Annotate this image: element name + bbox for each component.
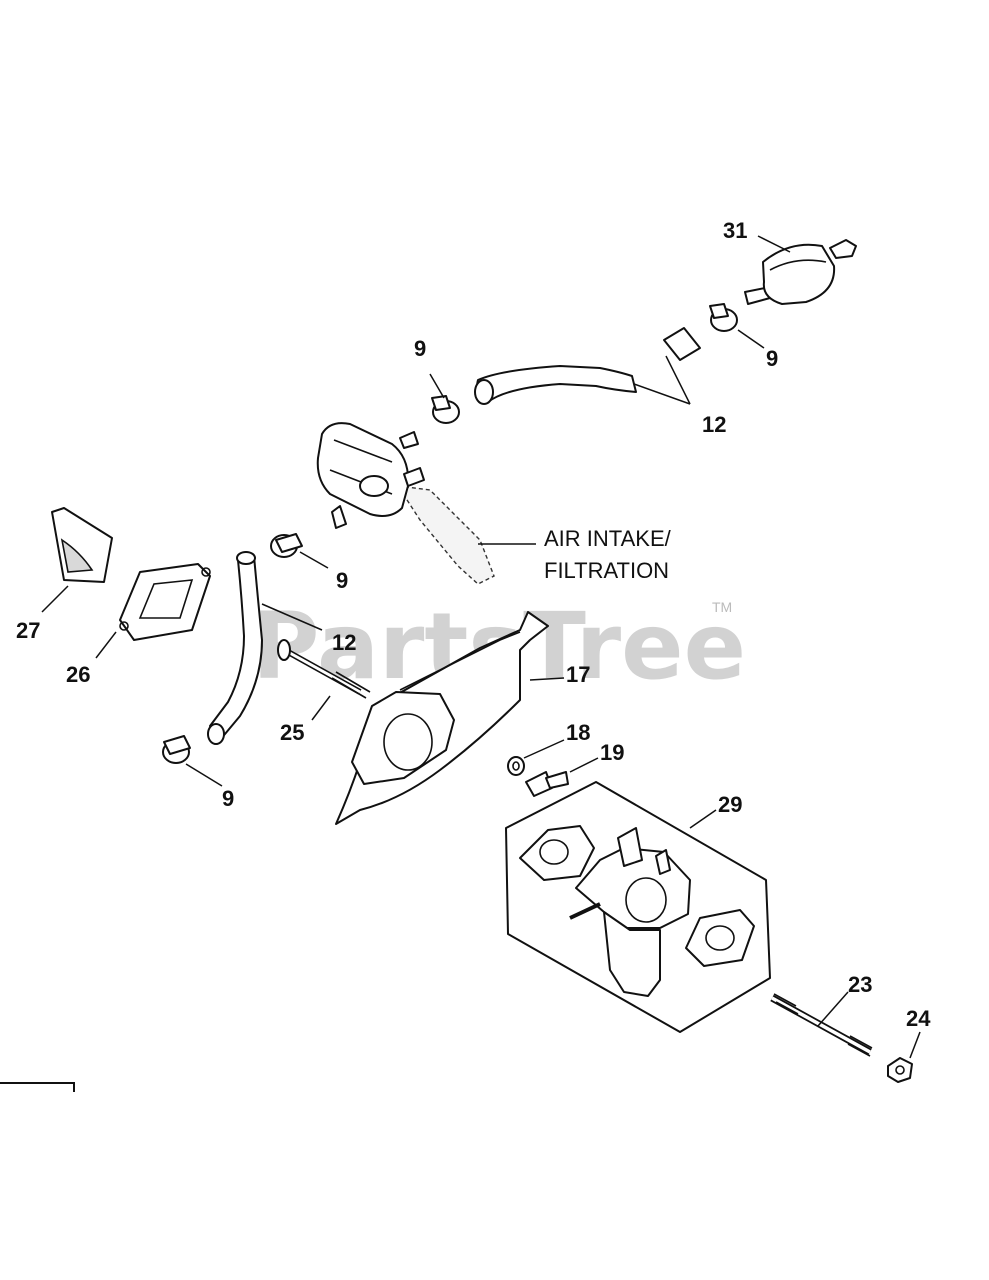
leader-line-9-top [429, 373, 445, 399]
leader-line-18 [523, 739, 565, 759]
intake-plate-part-17[interactable] [335, 611, 549, 825]
leader-line-25 [311, 695, 331, 721]
leader-line-9-bottom [185, 763, 223, 787]
hose-clamp-middle[interactable] [270, 533, 303, 558]
air-intake-note-line-1: AIR INTAKE/ [544, 526, 672, 551]
leader-line-23 [817, 991, 849, 1027]
leader-line-19 [569, 757, 599, 773]
leader-line-9-top-right [737, 329, 765, 349]
callout-9-bottom: 9 [222, 786, 234, 811]
fuel-line-middle[interactable] [207, 551, 263, 745]
leader-line-24 [909, 1031, 921, 1059]
callout-24: 24 [906, 1006, 931, 1031]
leader-line-17 [529, 677, 565, 681]
stud-part-23[interactable] [770, 993, 873, 1057]
callout-9-top-right: 9 [766, 346, 778, 371]
leader-line-12-top-a [665, 355, 691, 405]
fuel-line-top[interactable] [474, 327, 701, 405]
callout-12-middle: 12 [332, 630, 356, 655]
leader-line-12-middle [261, 603, 323, 631]
trademark-mark: TM [712, 599, 732, 615]
callout-29: 29 [718, 792, 742, 817]
callout-26: 26 [66, 662, 90, 687]
callout-12-top: 12 [702, 412, 726, 437]
callout-23: 23 [848, 972, 872, 997]
carburetor-kit-part-29[interactable] [505, 781, 771, 1033]
hose-clamp-top-right[interactable] [709, 303, 738, 332]
leader-line-12-top-b [633, 383, 691, 405]
callout-9-top: 9 [414, 336, 426, 361]
callout-19: 19 [600, 740, 624, 765]
hose-clamp-bottom[interactable] [162, 735, 191, 764]
callout-27: 27 [16, 618, 40, 643]
fuel-filter-part[interactable] [744, 239, 857, 305]
gasket-part-26[interactable] [119, 563, 211, 641]
washer-part-18[interactable] [507, 756, 525, 776]
bracket-part-27[interactable] [51, 507, 113, 583]
callout-17: 17 [566, 662, 590, 687]
hose-clamp-top[interactable] [431, 395, 460, 424]
air-intake-note-line-2: FILTRATION [544, 558, 669, 583]
callout-25: 25 [280, 720, 304, 745]
callout-18: 18 [566, 720, 590, 745]
bolt-part-19[interactable] [525, 771, 569, 797]
leader-line-9-middle [299, 551, 329, 569]
leader-line-26 [95, 631, 117, 659]
leader-line-27 [41, 585, 69, 613]
callout-31: 31 [723, 218, 747, 243]
stud-part-25[interactable] [277, 639, 371, 699]
scale-bar [0, 1082, 75, 1092]
callout-9-middle: 9 [336, 568, 348, 593]
nut-part-24[interactable] [887, 1057, 913, 1083]
fuel-pump [316, 422, 495, 585]
leader-line-29 [689, 809, 717, 829]
leader-line-31 [757, 235, 791, 253]
